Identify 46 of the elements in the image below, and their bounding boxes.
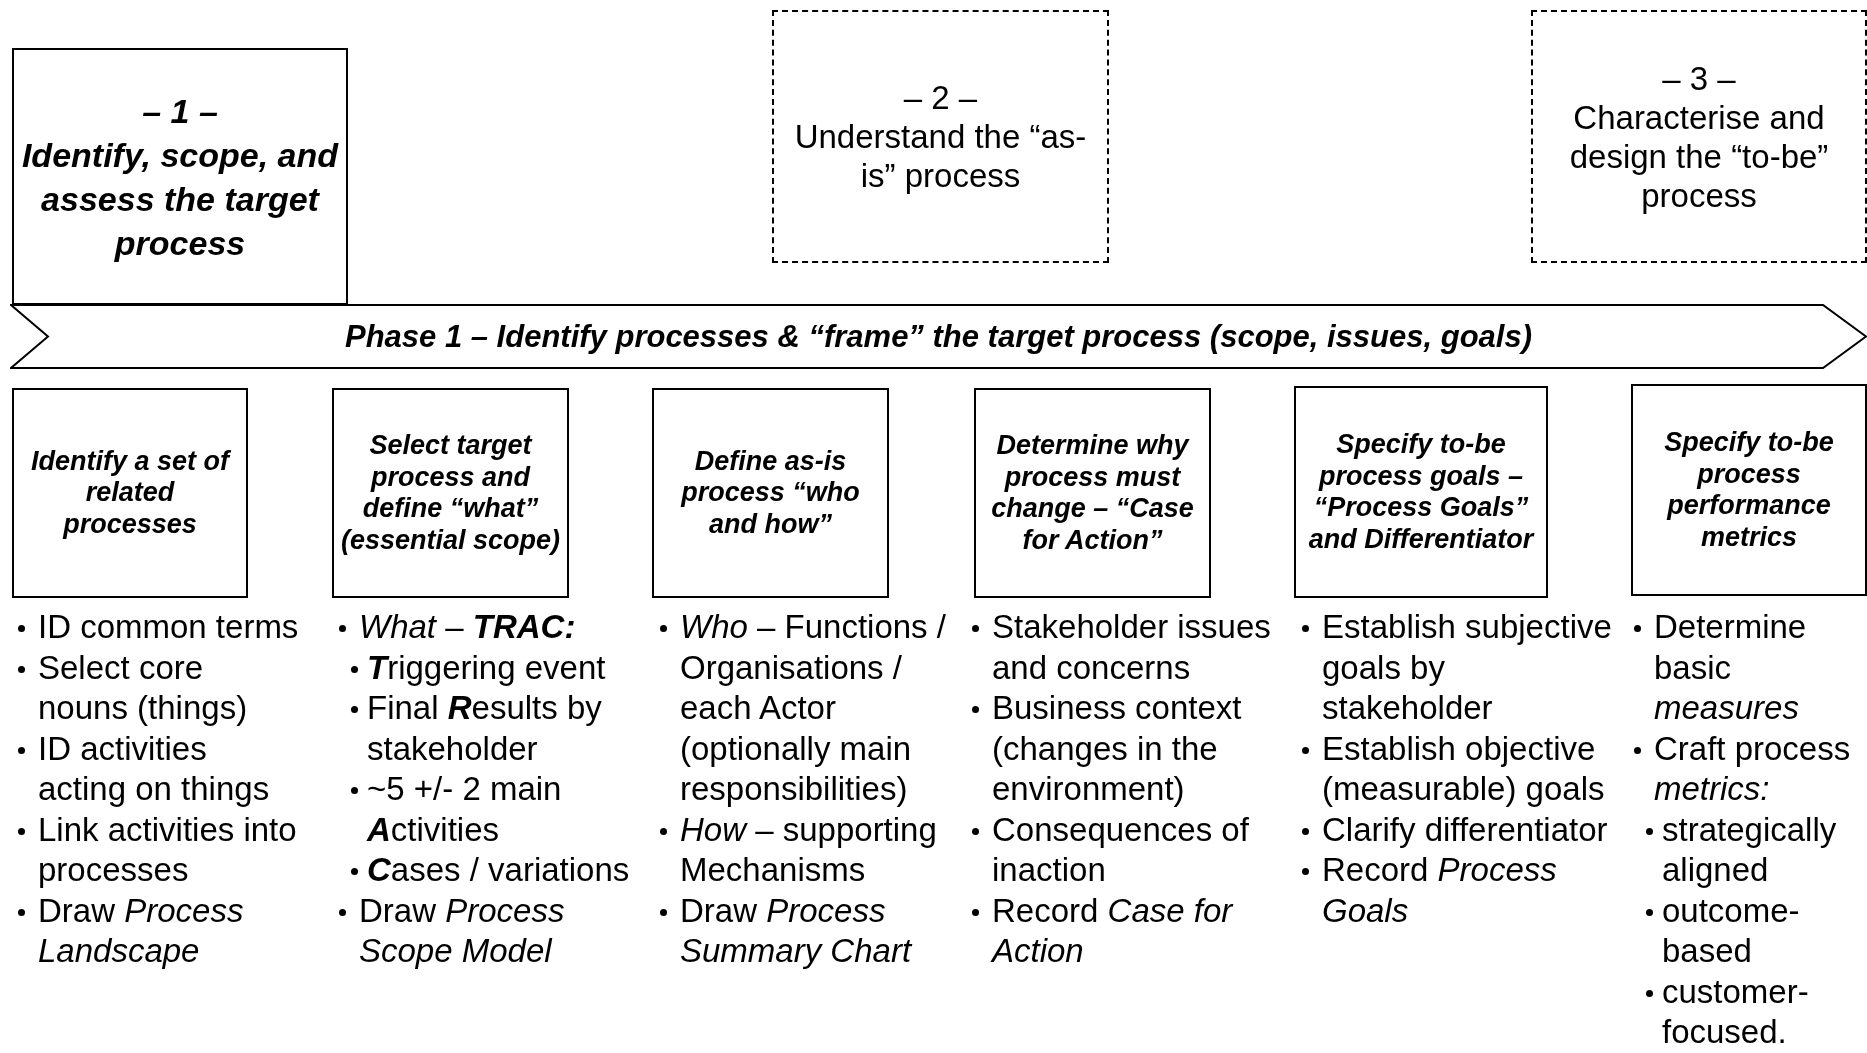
- phase-number: – 1 –: [141, 90, 219, 132]
- box-title: Determine why process must change – “Case for Action”: [990, 430, 1195, 556]
- bullet-text: Business context (changes in the environment): [992, 689, 1242, 807]
- bullet-text: Establish subjective goals by stakeholder: [1322, 608, 1612, 726]
- bullet-text: Record Process Goals: [1322, 851, 1557, 929]
- step-box: [1294, 386, 1548, 598]
- box-title: Understand the “as-is” process: [793, 117, 1088, 195]
- step-box: [652, 388, 889, 598]
- chevron-banner: [10, 304, 1867, 369]
- box-title: Specify to-be process goals – “Process Goals” and Differentiator: [1307, 429, 1536, 555]
- phase-number: – 3 –: [1661, 58, 1737, 98]
- bullet-text: Triggering event: [367, 648, 606, 686]
- bullet-text: Stakeholder issues and concerns: [992, 608, 1271, 686]
- bullet-text: customer-focused.: [1662, 972, 1809, 1050]
- bullet-text: What – TRAC:: [359, 608, 576, 645]
- bullet-text: Craft process metrics:: [1654, 729, 1851, 807]
- bullet-text: Consequences of inaction: [992, 810, 1249, 888]
- bullet-text: Draw Process Landscape: [38, 891, 244, 969]
- step-box: [332, 388, 569, 598]
- bullet-text: Link activities into processes: [38, 810, 297, 888]
- bullet-text: Clarify differentiator: [1322, 810, 1608, 848]
- bullet-text: Draw Process Scope Model: [359, 891, 565, 969]
- bullet-text: Draw Process Summary Chart: [680, 891, 912, 969]
- banner-title: Phase 1 – Identify processes & “frame” the target process (scope, issues, goals): [343, 317, 1534, 356]
- bullet-text: Who – Functions / Organisations / each Actor (optionally main responsibilities): [680, 608, 946, 807]
- bullet-text: Cases / variations: [367, 851, 630, 888]
- step-box: [974, 388, 1211, 598]
- bullet-text: Select core nouns (things): [38, 648, 248, 726]
- box-title: Select target process and define “what” (essential scope): [339, 430, 562, 556]
- bullet-text: Determine basic measures: [1654, 608, 1807, 726]
- bullet-text: Final Results by stakeholder: [367, 689, 602, 767]
- bullet-text: How – supporting Mechanisms: [680, 810, 937, 888]
- bullet-text: ID common terms: [38, 608, 299, 645]
- box-title: Define as-is process “who and how”: [679, 445, 861, 541]
- box-title: Characterise and design the “to-be” process: [1568, 97, 1830, 215]
- step-box: [12, 388, 248, 598]
- phase-box: [772, 10, 1109, 263]
- box-title: Specify to-be process performance metrics: [1663, 427, 1835, 553]
- phase-box: [1531, 10, 1867, 263]
- bullet-text: Establish objective (measurable) goals: [1322, 729, 1605, 807]
- box-title: Identify, scope, and assess the target process: [20, 134, 340, 264]
- bullet-text: Record Case for Action: [992, 891, 1233, 969]
- box-title: Identify a set of related processes: [30, 445, 232, 541]
- step-box: [1631, 384, 1867, 596]
- bullet-text: ID activities acting on things: [38, 729, 270, 807]
- phase-number: – 2 –: [902, 78, 979, 117]
